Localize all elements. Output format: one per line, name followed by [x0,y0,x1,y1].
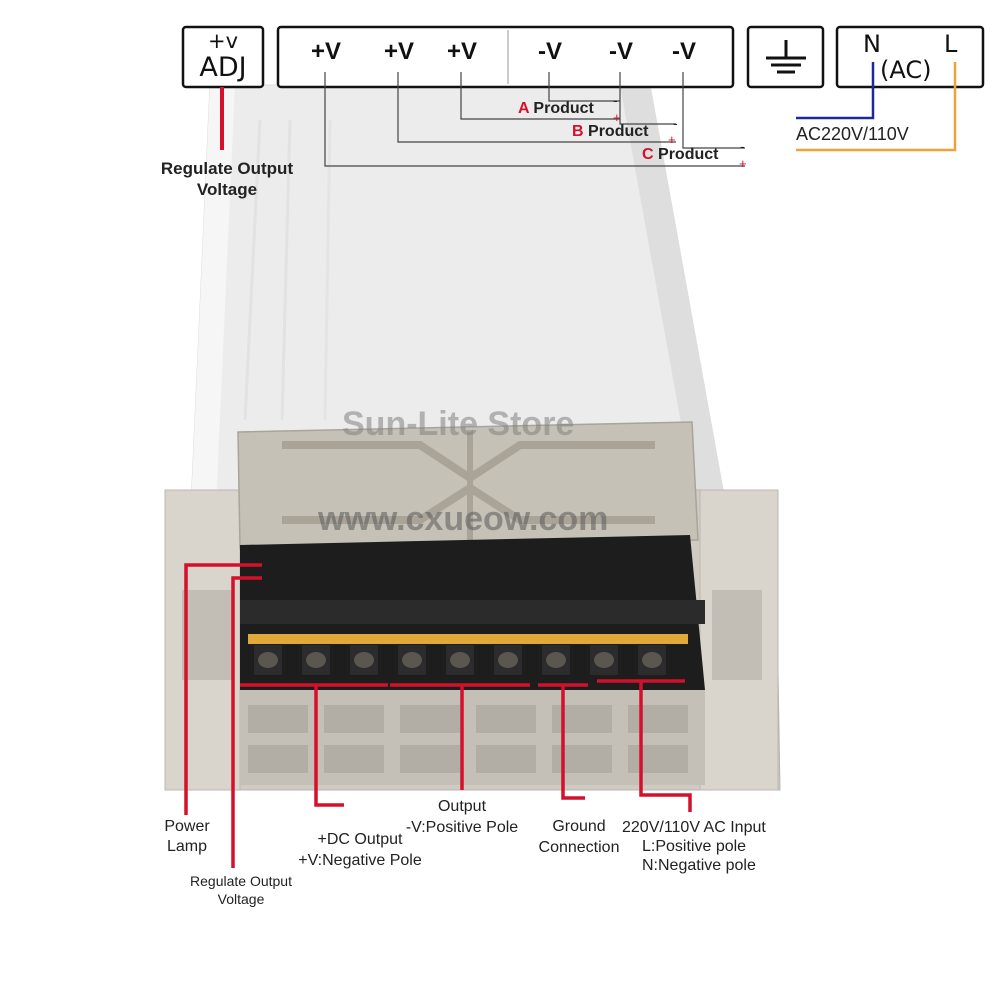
regulate-output-line1: Regulate Output [160,159,294,178]
ground-pointer [561,685,585,800]
product-b-letter: B [572,123,584,140]
output-line2: -V:Positive Pole [405,819,519,836]
product-line-positive-1 [460,72,620,120]
ground-icon [766,40,806,74]
ground-connection-line1: Ground [552,818,606,835]
housing-groove [280,119,292,421]
grille-slot [400,705,460,733]
grille-slots [248,705,688,773]
terminal-screw [354,652,374,668]
regulate-output-line2: Voltage [196,180,258,199]
product-a-letter: A [518,100,529,117]
ac-input-line1: 220V/110V AC Input [622,819,766,836]
ac-voltage-label: AC220V/110V [796,124,909,144]
ac-label-n: N [863,30,881,58]
grille-slot [628,705,688,733]
grille-slot [476,745,536,773]
terminal-label-plus-v-1: +V [310,38,342,65]
terminal-screw [498,652,518,668]
end-cap-left-notch [182,590,232,680]
terminal-screws [254,645,666,675]
product-c-plus: + [739,156,747,171]
terminal-screw [594,652,614,668]
housing-groove [243,119,262,421]
site-watermark: www.cxueow.com [318,500,609,538]
product-b-plus: + [668,132,676,147]
grille-slot [324,705,384,733]
dc-output-line1: +DC Output [317,831,403,848]
product-a-text: Product [533,100,594,117]
product-line-positive-3 [324,72,745,167]
terminal-screw [306,652,326,668]
ac-label-ac: (AC) [880,56,932,84]
product-line-negative-2 [619,72,676,125]
terminal-screw [642,652,662,668]
grille-slot [552,745,612,773]
power-lamp-line2: Lamp [166,838,208,855]
product-line-negative-3 [682,72,745,149]
grille-slot [476,705,536,733]
brass-bar [248,634,688,644]
ac-input-label: 220V/110V AC Input L:Positive pole N:Neg… [622,818,766,875]
product-line-negative-1 [548,72,620,102]
ac-l-wire [796,62,957,152]
regulate-voltage-pointer [231,576,262,868]
ground-connection-line2: Connection [538,839,620,856]
terminal-screw [450,652,470,668]
terminal-label-plus-v-3: +V [446,38,478,65]
ac-n-wire [796,62,875,120]
terminal-screw [402,652,422,668]
regulate-small-line1: Regulate Output [190,873,292,889]
ground-connection-label: Ground Connection [524,816,634,858]
terminal-strip [240,600,705,624]
terminal-label-minus-v-5: -V [609,38,633,65]
product-b-label: B Product [572,123,648,141]
power-lamp-label: Power Lamp [150,817,224,857]
dc-output-label: +DC Output +V:Negative Pole [270,829,450,871]
power-lamp-line1: Power [164,818,210,835]
regulate-output-label: Regulate Output Voltage [142,158,312,200]
adj-label-plus-v: +v [207,29,239,53]
product-b-minus: - [673,115,678,131]
regulate-small-line2: Voltage [217,891,265,907]
grille-slot [400,745,460,773]
end-cap-right-notch [712,590,762,680]
housing-groove [323,119,332,421]
output-line1: Output [437,798,487,815]
adj-label-adj: ADJ [199,52,247,83]
terminal-screw [258,652,278,668]
ac-input-line3: N:Negative pole [642,857,756,874]
terminal-label-minus-v-6: -V [672,38,696,65]
terminal-label-plus-v-2: +V [383,38,415,65]
power-lamp-pointer [184,563,262,815]
terminal-label-minus-v-4: -V [538,38,562,65]
regulate-small-label: Regulate Output Voltage [170,872,312,908]
product-c-label: C Product [642,146,718,164]
grille-slot [324,745,384,773]
output-label: Output -V:Positive Pole [388,796,536,838]
ac-input-pointer [639,681,692,812]
product-c-letter: C [642,146,654,163]
product-a-label: A Product [518,100,594,118]
product-c-text: Product [658,146,719,163]
terminal-screw [546,652,566,668]
dc-output-line2: +V:Negative Pole [298,852,422,869]
product-a-minus: - [613,92,618,108]
product-line-positive-2 [397,72,676,143]
product-b-text: Product [588,123,649,140]
grille-slot [552,705,612,733]
store-watermark: Sun-Lite Store [342,405,575,443]
ac-input-line2: L:Positive pole [642,838,747,855]
dc-output-pointer [314,685,344,807]
grille-slot [248,745,308,773]
terminal-box [276,25,735,89]
product-a-plus: + [613,110,621,125]
grille-slot [628,745,688,773]
grille-slot [248,705,308,733]
ac-label-l: L [944,30,958,58]
product-c-minus: - [740,138,745,154]
